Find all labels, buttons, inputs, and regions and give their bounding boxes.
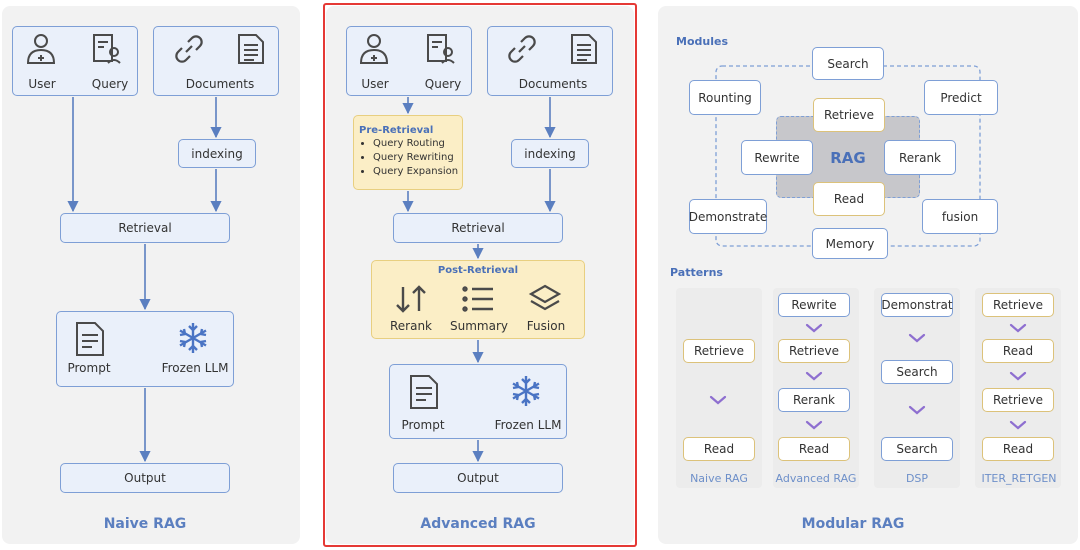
query-doc-icon [90,32,124,70]
module-rewrite: Rewrite [741,140,813,175]
pattern-step: Retrieve [982,388,1054,412]
layers-icon [528,283,562,319]
pattern-step: Rerank [778,388,850,412]
patterns-label: Patterns [670,266,723,279]
pre-retrieval-title: Pre-Retrieval [359,125,434,136]
rerank-label: Rerank [389,319,433,333]
pre-retrieval-list: Query Routing Query Rewriting Query Expa… [359,137,462,179]
query-doc-icon [424,32,458,70]
naive-indexing-box: indexing [178,139,256,168]
adv-documents-label: Documents [518,77,588,91]
module-demonstrate: Demonstrate [689,199,767,234]
adv-output-box: Output [393,463,563,493]
naive-retrieval-box: Retrieval [60,213,230,243]
pattern-step: Read [982,339,1054,363]
naive-prompt-label: Prompt [67,361,111,375]
adv-user-query-box [346,26,472,96]
post-retrieval-title: Post-Retrieval [437,265,519,276]
pre-retrieval-item: Query Rewriting [373,151,462,165]
chevron-down-icon [709,395,727,405]
pattern-step: Read [683,437,755,461]
prompt-doc-icon [408,374,440,414]
user-icon [24,32,58,70]
module-search: Search [812,47,884,80]
pattern-step: Retrieve [778,339,850,363]
summary-label: Summary [450,319,508,333]
document-icon [567,32,601,70]
pattern-name: DSP [905,472,929,485]
document-icon [234,32,268,70]
pattern-name: Advanced RAG [775,472,857,485]
pattern-step: Retrieve [683,339,755,363]
pattern-step: Search [881,360,953,384]
pattern-step: Rewrite [778,293,850,317]
module-rounting: Rounting [689,80,761,115]
naive-output-box: Output [60,463,230,493]
chevron-down-icon [1009,371,1027,381]
rerank-arrows-icon [394,284,428,318]
pattern-name: ITER_RETGEN [981,472,1057,485]
modules-label: Modules [676,35,728,48]
fusion-label: Fusion [526,319,566,333]
adv-prompt-label: Prompt [401,418,445,432]
pattern-step: Read [778,437,850,461]
module-rerank: Rerank [884,140,956,175]
chevron-down-icon [805,323,823,333]
advanced-rag-highlight-frame [323,3,637,547]
module-read: Read [813,182,885,216]
list-icon [461,284,495,318]
rag-core-label: RAG [830,149,866,167]
snowflake-icon [176,321,210,359]
link-icon [172,32,206,70]
chevron-down-icon [1009,323,1027,333]
adv-retrieval-box: Retrieval [393,213,563,243]
adv-frozen-llm-label: Frozen LLM [494,418,562,432]
adv-user-label: User [361,77,389,91]
adv-query-label: Query [424,77,462,91]
pattern-step: Read [982,437,1054,461]
module-fusion: fusion [922,199,998,234]
chevron-down-icon [1009,420,1027,430]
naive-rag-title: Naive RAG [103,516,187,532]
pattern-step: Demonstrat [881,293,953,317]
pre-retrieval-box: Pre-Retrieval Query Routing Query Rewrit… [353,115,463,190]
link-icon [505,32,539,70]
pre-retrieval-item: Query Expansion [373,165,462,179]
module-memory: Memory [812,228,888,259]
chevron-down-icon [908,405,926,415]
pattern-step: Search [881,437,953,461]
snowflake-icon [509,374,543,412]
pre-retrieval-item: Query Routing [373,137,462,151]
pattern-name: Naive RAG [690,472,748,485]
chevron-down-icon [805,420,823,430]
module-retrieve: Retrieve [813,98,885,132]
naive-documents-label: Documents [185,77,255,91]
module-predict: Predict [924,80,998,115]
chevron-down-icon [805,371,823,381]
advanced-rag-title: Advanced RAG [420,516,536,532]
modular-rag-title: Modular RAG [801,516,905,532]
prompt-doc-icon [74,321,106,361]
pattern-step: Retrieve [982,293,1054,317]
naive-frozen-llm-label: Frozen LLM [161,361,229,375]
naive-query-label: Query [91,77,129,91]
user-icon [357,32,391,70]
naive-user-label: User [28,77,56,91]
chevron-down-icon [908,333,926,343]
adv-indexing-box: indexing [511,139,589,168]
